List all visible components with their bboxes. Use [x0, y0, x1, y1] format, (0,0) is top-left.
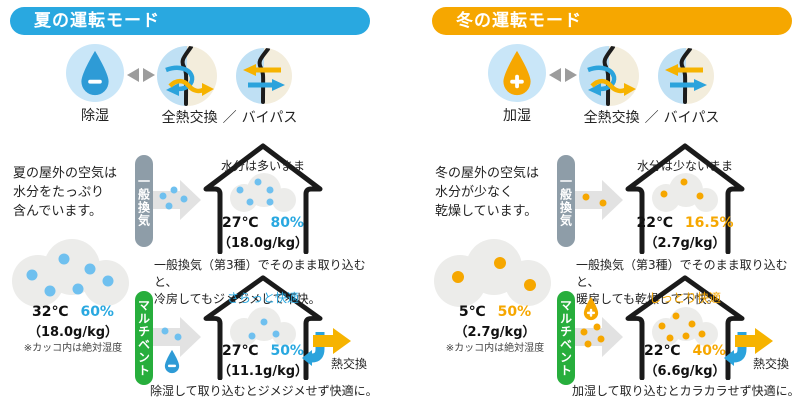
outdoor-air-description: 冬の屋外の空気は 水分が少なく 乾燥しています。 — [435, 166, 540, 219]
outdoor-cloud-icon — [428, 229, 558, 315]
outdoor-air-half — [236, 48, 264, 104]
indoor-cloud-icon — [224, 304, 302, 352]
multivent-house: しっとり快適 22℃ 40% （6.6g/kg） — [618, 274, 752, 380]
outdoor-conditions: 5℃ 50% — [422, 304, 568, 320]
indoor-humidity: 80% — [270, 215, 304, 231]
indoor-conditions: 22℃ 16.5% — [618, 215, 752, 231]
parallel-airflow-icon — [243, 48, 285, 104]
humidify-icon — [488, 44, 546, 102]
multivent-house: さらっと快適 27℃ 50% （11.1g/kg） — [196, 274, 330, 380]
dehumidify-label: 除湿 — [81, 108, 109, 124]
humidify-drop-icon — [582, 296, 600, 325]
winter-panel: 冬の運転モード 加湿 — [422, 0, 800, 406]
heat-exchange-label: 全熱交換 — [583, 110, 640, 126]
heat-exchange-label: 全熱交換 — [161, 110, 218, 126]
bypass-label: バイパス — [241, 110, 298, 126]
general-ventilation-house: 水分は多いまま 27℃ 80% （18.0g/kg） — [196, 142, 330, 254]
house-comfort-label: しっとり快適 — [648, 291, 721, 305]
indoor-cloud-icon — [646, 304, 724, 352]
bypass-mode-icon — [658, 48, 714, 104]
indoor-temp: 22℃ — [644, 343, 681, 359]
indoor-absolute-humidity: （11.1g/kg） — [217, 364, 309, 379]
indoor-cloud-icon — [646, 170, 724, 218]
indoor-air-half — [686, 48, 714, 104]
heat-exchange-mode-icon — [157, 46, 217, 106]
absolute-humidity-note: ※カッコ内は絶対湿度 — [23, 343, 123, 354]
summer-panel-title: 夏の運転モード — [10, 7, 370, 35]
summer-panel: 夏の運転モード 除湿 — [0, 0, 378, 406]
outdoor-air-description: 夏の屋外の空気は 水分をたっぷり 含んでいます。 — [13, 166, 118, 219]
multivent-band: マルチベント — [135, 291, 153, 385]
outdoor-absolute-humidity: （2.7g/kg） — [454, 325, 536, 340]
outdoor-absolute-humidity: （18.0g/kg） — [27, 325, 119, 340]
indoor-temp: 27℃ — [222, 215, 259, 231]
indoor-humidity: 40% — [692, 343, 726, 359]
indoor-absolute-humidity: （6.6g/kg） — [644, 364, 726, 379]
indoor-conditions: 22℃ 40% — [618, 343, 752, 359]
house-outline-icon — [625, 275, 745, 380]
humidify-label: 加湿 — [503, 108, 531, 124]
indoor-temp: 22℃ — [636, 215, 673, 231]
house-outline-icon — [625, 143, 745, 254]
house-moisture-label: 水分は多いまま — [220, 159, 305, 173]
indoor-air-half — [264, 48, 292, 104]
exchange-mode-labels: 全熱交換／バイパス — [564, 107, 739, 127]
outdoor-conditions: 32℃ 60% — [0, 304, 146, 320]
outdoor-temp: 32℃ — [32, 304, 69, 320]
dehumidify-drop-icon — [163, 349, 181, 378]
general-ventilation-caption: 一般換気（第3種）でそのまま取り込むと、 暖房しても乾燥して不快。 — [576, 258, 788, 306]
left-right-arrows-icon — [549, 67, 577, 86]
indoor-humidity: 16.5% — [684, 215, 734, 231]
exchange-mode-labels: 全熱交換／バイパス — [142, 107, 317, 127]
indoor-absolute-humidity: （2.7g/kg） — [644, 236, 726, 251]
indoor-conditions: 27℃ 80% — [196, 215, 330, 231]
airflow-arrow-icon — [153, 180, 201, 224]
indoor-cloud-icon — [224, 170, 302, 218]
outdoor-cloud-icon — [6, 229, 136, 315]
separator: ／ — [644, 110, 659, 126]
indoor-absolute-humidity: （18.0g/kg） — [217, 236, 309, 251]
parallel-airflow-icon — [665, 48, 707, 104]
house-comfort-label: さらっと快適 — [226, 291, 299, 305]
indoor-conditions: 27℃ 50% — [196, 343, 330, 359]
indoor-humidity: 50% — [270, 343, 304, 359]
airflow-arrow-icon — [575, 317, 623, 361]
outdoor-air-half — [579, 46, 609, 106]
heat-exchange-caption: 熱交換 — [331, 357, 368, 371]
outdoor-air-half — [658, 48, 686, 104]
multivent-band: マルチベント — [557, 291, 575, 385]
multivent-caption: 除湿して取り込むとジメジメせず快適に。 — [150, 384, 378, 398]
indoor-temp: 27℃ — [222, 343, 259, 359]
house-outline-icon — [203, 275, 323, 380]
left-right-arrows-icon — [127, 67, 155, 86]
house-moisture-label: 水分は少ないまま — [636, 159, 733, 173]
house-outline-icon — [203, 143, 323, 254]
airflow-arrow-icon — [153, 317, 201, 361]
heat-exchange-mode-icon — [579, 46, 639, 106]
heat-exchange-caption: 熱交換 — [753, 357, 790, 371]
outdoor-humidity: 50% — [497, 304, 532, 320]
airflow-arrow-icon — [575, 180, 623, 224]
general-ventilation-band: 一般換気 — [135, 155, 153, 247]
bypass-mode-icon — [236, 48, 292, 104]
crossing-airflow-icon — [165, 46, 214, 106]
absolute-humidity-note: ※カッコ内は絶対湿度 — [445, 343, 545, 354]
water-drop-plus-icon — [503, 50, 531, 96]
general-ventilation-band: 一般換気 — [557, 155, 575, 247]
water-drop-minus-icon — [81, 50, 109, 96]
separator: ／ — [222, 110, 237, 126]
outdoor-air-half — [157, 46, 187, 106]
outdoor-temp: 5℃ — [458, 304, 486, 320]
general-ventilation-house: 水分は少ないまま 22℃ 16.5% （2.7g/kg） — [618, 142, 752, 254]
bypass-label: バイパス — [663, 110, 720, 126]
dehumidify-icon — [66, 44, 124, 102]
multivent-caption: 加湿して取り込むとカラカラせず快適に。 — [572, 384, 800, 398]
crossing-airflow-icon — [587, 46, 636, 106]
heat-exchange-arrows-icon — [301, 328, 357, 372]
outdoor-humidity: 60% — [80, 304, 114, 320]
heat-exchange-arrows-icon — [723, 328, 779, 372]
winter-panel-title: 冬の運転モード — [432, 7, 792, 35]
